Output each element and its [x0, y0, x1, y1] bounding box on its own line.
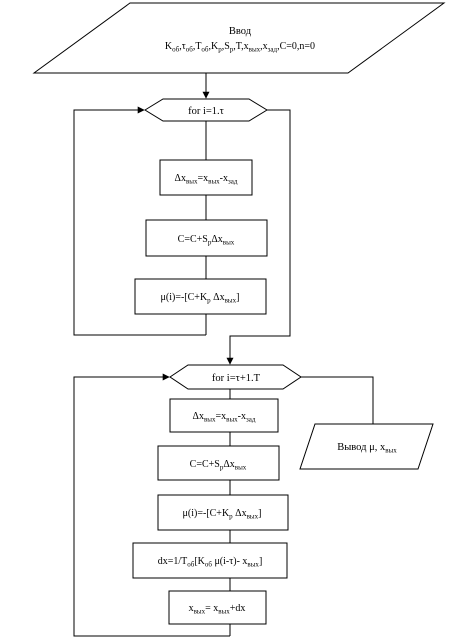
formula-text: ] — [259, 556, 262, 567]
output-label: Вывод μ, xвых — [337, 442, 397, 455]
formula-text: Δx — [193, 411, 204, 422]
formula-text: [K — [194, 556, 205, 567]
subscript-text: р — [207, 297, 211, 305]
loop2-step4-shape — [132, 542, 288, 579]
loop2-back-arrow — [73, 373, 230, 637]
subscript-text: зад — [246, 416, 256, 424]
loop2-header-label: for i=τ+1.T — [212, 373, 261, 384]
subscript-text: вых — [226, 416, 238, 424]
formula-text: Вывод μ, x — [337, 442, 386, 453]
subscript-text: вых — [249, 46, 261, 54]
loop1-back-arrow — [73, 106, 206, 336]
subscript-text: р — [208, 239, 212, 247]
loop1-step3-shape — [134, 278, 267, 315]
subscript-text: р — [218, 46, 222, 54]
input-params: Kоб,τоб,Tоб,Kр,Sр,T,xвых,xзад,C=0,n=0 — [165, 41, 315, 54]
formula-text: ,C=0,n=0 — [277, 41, 315, 52]
loop2-step5-label: xвых= xвых+dx — [189, 603, 246, 616]
formula-text: for i=1.τ — [188, 106, 224, 117]
subscript-text: вых — [235, 464, 247, 472]
subscript-text: вых — [218, 608, 230, 616]
formula-text: C=C+S — [178, 234, 208, 245]
subscript-text: вых — [385, 447, 397, 455]
subscript-text: вых — [194, 608, 206, 616]
formula-text: ] — [258, 508, 261, 519]
output-block-shape — [299, 423, 434, 470]
formula-text: x — [189, 603, 194, 614]
formula-text: ] — [236, 292, 239, 303]
subscript-text: вых — [247, 513, 259, 521]
loop1-step3-label: μ(i)=-[C+Kр Δxвых] — [161, 292, 240, 305]
formula-text: ,K — [208, 41, 219, 52]
subscript-text: вых — [225, 297, 237, 305]
formula-text: ,τ — [179, 41, 186, 52]
formula-text: ,T — [193, 41, 202, 52]
loop2-step3-shape — [157, 494, 289, 531]
loop2-step1-shape — [169, 398, 279, 433]
formula-text: +dx — [230, 603, 246, 614]
formula-text: =x — [198, 173, 209, 184]
subscript-text: р — [230, 46, 234, 54]
loop1-exit-connector — [226, 109, 291, 365]
input-block-shape — [32, 2, 446, 74]
subscript-text: об — [201, 46, 209, 54]
subscript-text: вых — [204, 416, 216, 424]
formula-text: dx=1/T — [158, 556, 188, 567]
formula-text: μ(i-τ)- x — [212, 556, 247, 567]
formula-text: μ(i)=-[C+K — [161, 292, 208, 303]
loop1-header-label: for i=1.τ — [188, 106, 224, 117]
subscript-text: об — [187, 561, 195, 569]
subscript-text: р — [220, 464, 224, 472]
subscript-text: зад — [268, 46, 278, 54]
loop1-step2-label: C=C+SрΔxвых — [178, 234, 235, 247]
formula-text: C=C+S — [190, 459, 220, 470]
formula-text: -x — [238, 411, 246, 422]
formula-text: Δx — [233, 508, 247, 519]
formula-text: -x — [220, 173, 228, 184]
subscript-text: об — [205, 561, 213, 569]
subscript-text: об — [172, 46, 180, 54]
formula-text: ,S — [222, 41, 230, 52]
formula-text: Δx — [211, 292, 225, 303]
subscript-text: об — [186, 46, 194, 54]
formula-text: =x — [216, 411, 227, 422]
subscript-text: вых — [223, 239, 235, 247]
subscript-text: вых — [247, 561, 259, 569]
loop2-step2-label: C=C+SрΔxвых — [190, 459, 247, 472]
loop2-step2-shape — [157, 445, 280, 481]
formula-text: ,T,x — [233, 41, 248, 52]
subscript-text: зад — [228, 178, 238, 186]
subscript-text: р — [229, 513, 233, 521]
subscript-text: вых — [208, 178, 220, 186]
formula-text: = x — [205, 603, 218, 614]
loop2-exit-connector — [301, 376, 374, 424]
loop2-step5-shape — [168, 590, 267, 625]
formula-text: Δx — [175, 173, 186, 184]
loop2-step1-label: Δxвых=xвых-xзад — [193, 411, 256, 424]
formula-text: Δx — [211, 234, 222, 245]
formula-text: ,x — [260, 41, 268, 52]
formula-text: μ(i)=-[C+K — [183, 508, 230, 519]
formula-text: K — [165, 41, 173, 52]
subscript-text: вых — [186, 178, 198, 186]
loop1-step2-shape — [145, 219, 268, 257]
loop1-step1-shape — [159, 159, 253, 196]
formula-text: for i=τ+1.T — [212, 373, 261, 384]
loop2-step4-label: dx=1/Tоб[Kоб μ(i-τ)- xвых] — [158, 556, 263, 569]
formula-text: Δx — [223, 459, 234, 470]
loop2-step3-label: μ(i)=-[C+Kр Δxвых] — [183, 508, 262, 521]
loop1-step1-label: Δxвых=xвых-xзад — [175, 173, 238, 186]
input-title: Ввод — [229, 26, 252, 37]
